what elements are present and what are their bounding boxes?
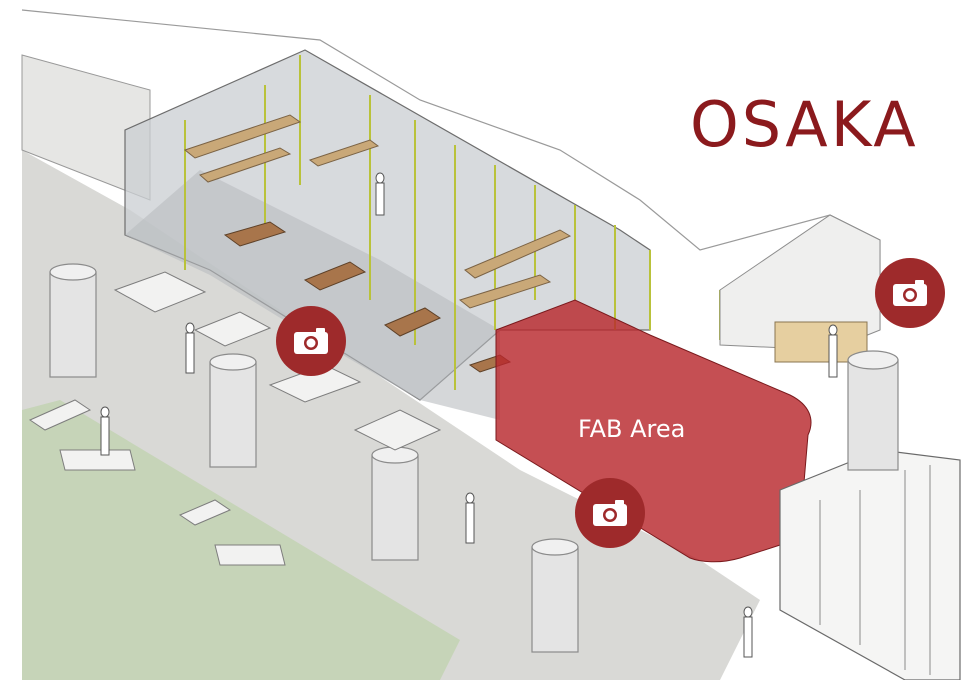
camera-button-left[interactable] [276,306,346,376]
camera-icon [893,280,927,306]
camera-button-fab[interactable] [575,478,645,548]
camera-icon [294,328,328,354]
columns [49,263,899,653]
pavilion-floor [125,170,500,420]
corner-building-mullions [819,465,931,675]
camera-button-right[interactable] [875,258,945,328]
page-title: OSAKA [690,88,919,161]
camera-icon [593,500,627,526]
outdoor-furniture [28,271,442,566]
corner-building [779,449,961,680]
people-silhouettes [100,172,838,658]
shelves [183,114,572,309]
fab-area-label: FAB Area [578,415,686,443]
right-annex [719,214,881,351]
